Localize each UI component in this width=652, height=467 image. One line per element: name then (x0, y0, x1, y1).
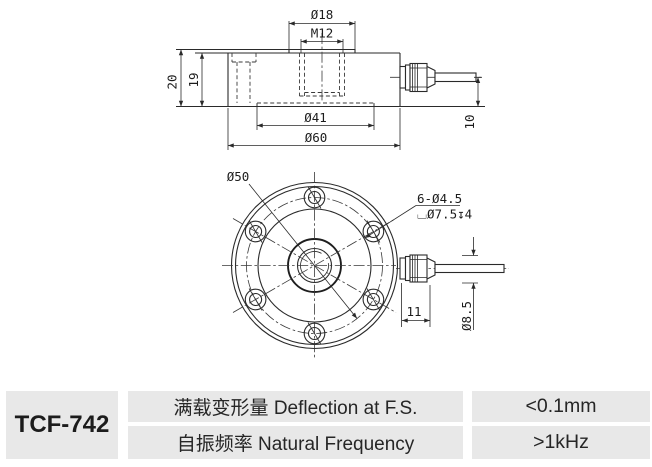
dim-connector-length: 11 (406, 304, 421, 319)
spec-label-deflection: 满载变形量 Deflection at F.S. (128, 391, 463, 422)
side-view-drawing: Ø18 M12 20 19 Ø41 Ø60 10 (165, 7, 485, 150)
dim-top-diameter: Ø18 (311, 7, 334, 22)
thread-arc (300, 251, 329, 280)
counterbore-note: ⌴Ø7.5↧4 (417, 207, 472, 222)
hidden-hole-lines (231, 53, 375, 107)
dim-outer-diameter: Ø60 (305, 130, 328, 145)
front-view-drawing: Ø50 6-Ø4.5 ⌴Ø7.5↧4 11 Ø8.5 (222, 169, 509, 359)
dim-recess-diameter: Ø41 (304, 110, 327, 125)
dim-cable-diameter: Ø8.5 (459, 301, 474, 331)
holes-note: 6-Ø4.5 (417, 191, 462, 206)
dim-bolt-circle: Ø50 (227, 169, 250, 184)
spec-value-frequency: >1kHz (472, 426, 650, 459)
dim-height-total: 20 (165, 74, 180, 89)
dim-cable-offset: 10 (462, 114, 477, 129)
cable-connector-side (399, 62, 477, 93)
model-name: TCF-742 (6, 391, 118, 459)
bolt-holes (244, 186, 385, 345)
dim-height-body: 19 (186, 72, 201, 87)
cable-connector-front (399, 254, 505, 283)
spec-value-deflection: <0.1mm (472, 391, 650, 422)
technical-drawing: Ø18 M12 20 19 Ø41 Ø60 10 (165, 7, 509, 359)
dim-thread: M12 (311, 26, 334, 41)
spec-label-frequency: 自振频率 Natural Frequency (128, 426, 463, 459)
